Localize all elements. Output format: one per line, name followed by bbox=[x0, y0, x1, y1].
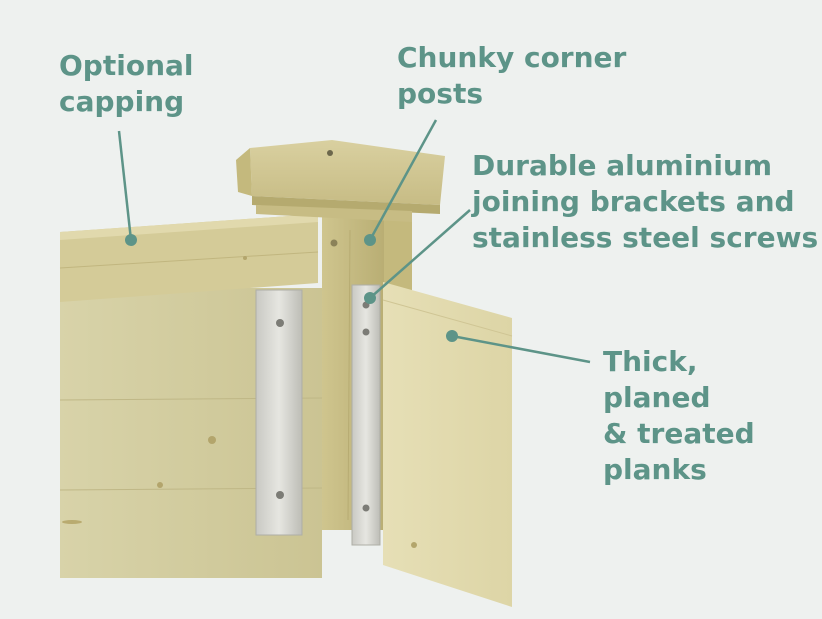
brackets-annotation: Durable aluminium joining brackets and s… bbox=[472, 148, 818, 256]
capping-annotation: Optional capping bbox=[59, 48, 194, 120]
brackets-line-2: joining brackets and bbox=[472, 184, 818, 220]
aluminium-bracket-left bbox=[256, 290, 302, 535]
posts-line-1: Chunky corner bbox=[397, 40, 626, 76]
planks-line-3: & treated bbox=[603, 416, 755, 452]
posts-line-2: posts bbox=[397, 76, 626, 112]
brackets-line-1: Durable aluminium bbox=[472, 148, 818, 184]
planks-annotation: Thick, planed & treated planks bbox=[603, 344, 755, 488]
planks-line-4: planks bbox=[603, 452, 755, 488]
aluminium-bracket-right bbox=[352, 285, 380, 545]
capping-line-2: capping bbox=[59, 84, 194, 120]
right-planked-panel bbox=[383, 282, 512, 607]
brackets-line-3: stainless steel screws bbox=[472, 220, 818, 256]
planks-line-2: planed bbox=[603, 380, 755, 416]
capping-line-1: Optional bbox=[59, 48, 194, 84]
planks-line-1: Thick, bbox=[603, 344, 755, 380]
posts-annotation: Chunky corner posts bbox=[397, 40, 626, 112]
post-cap bbox=[236, 140, 445, 222]
